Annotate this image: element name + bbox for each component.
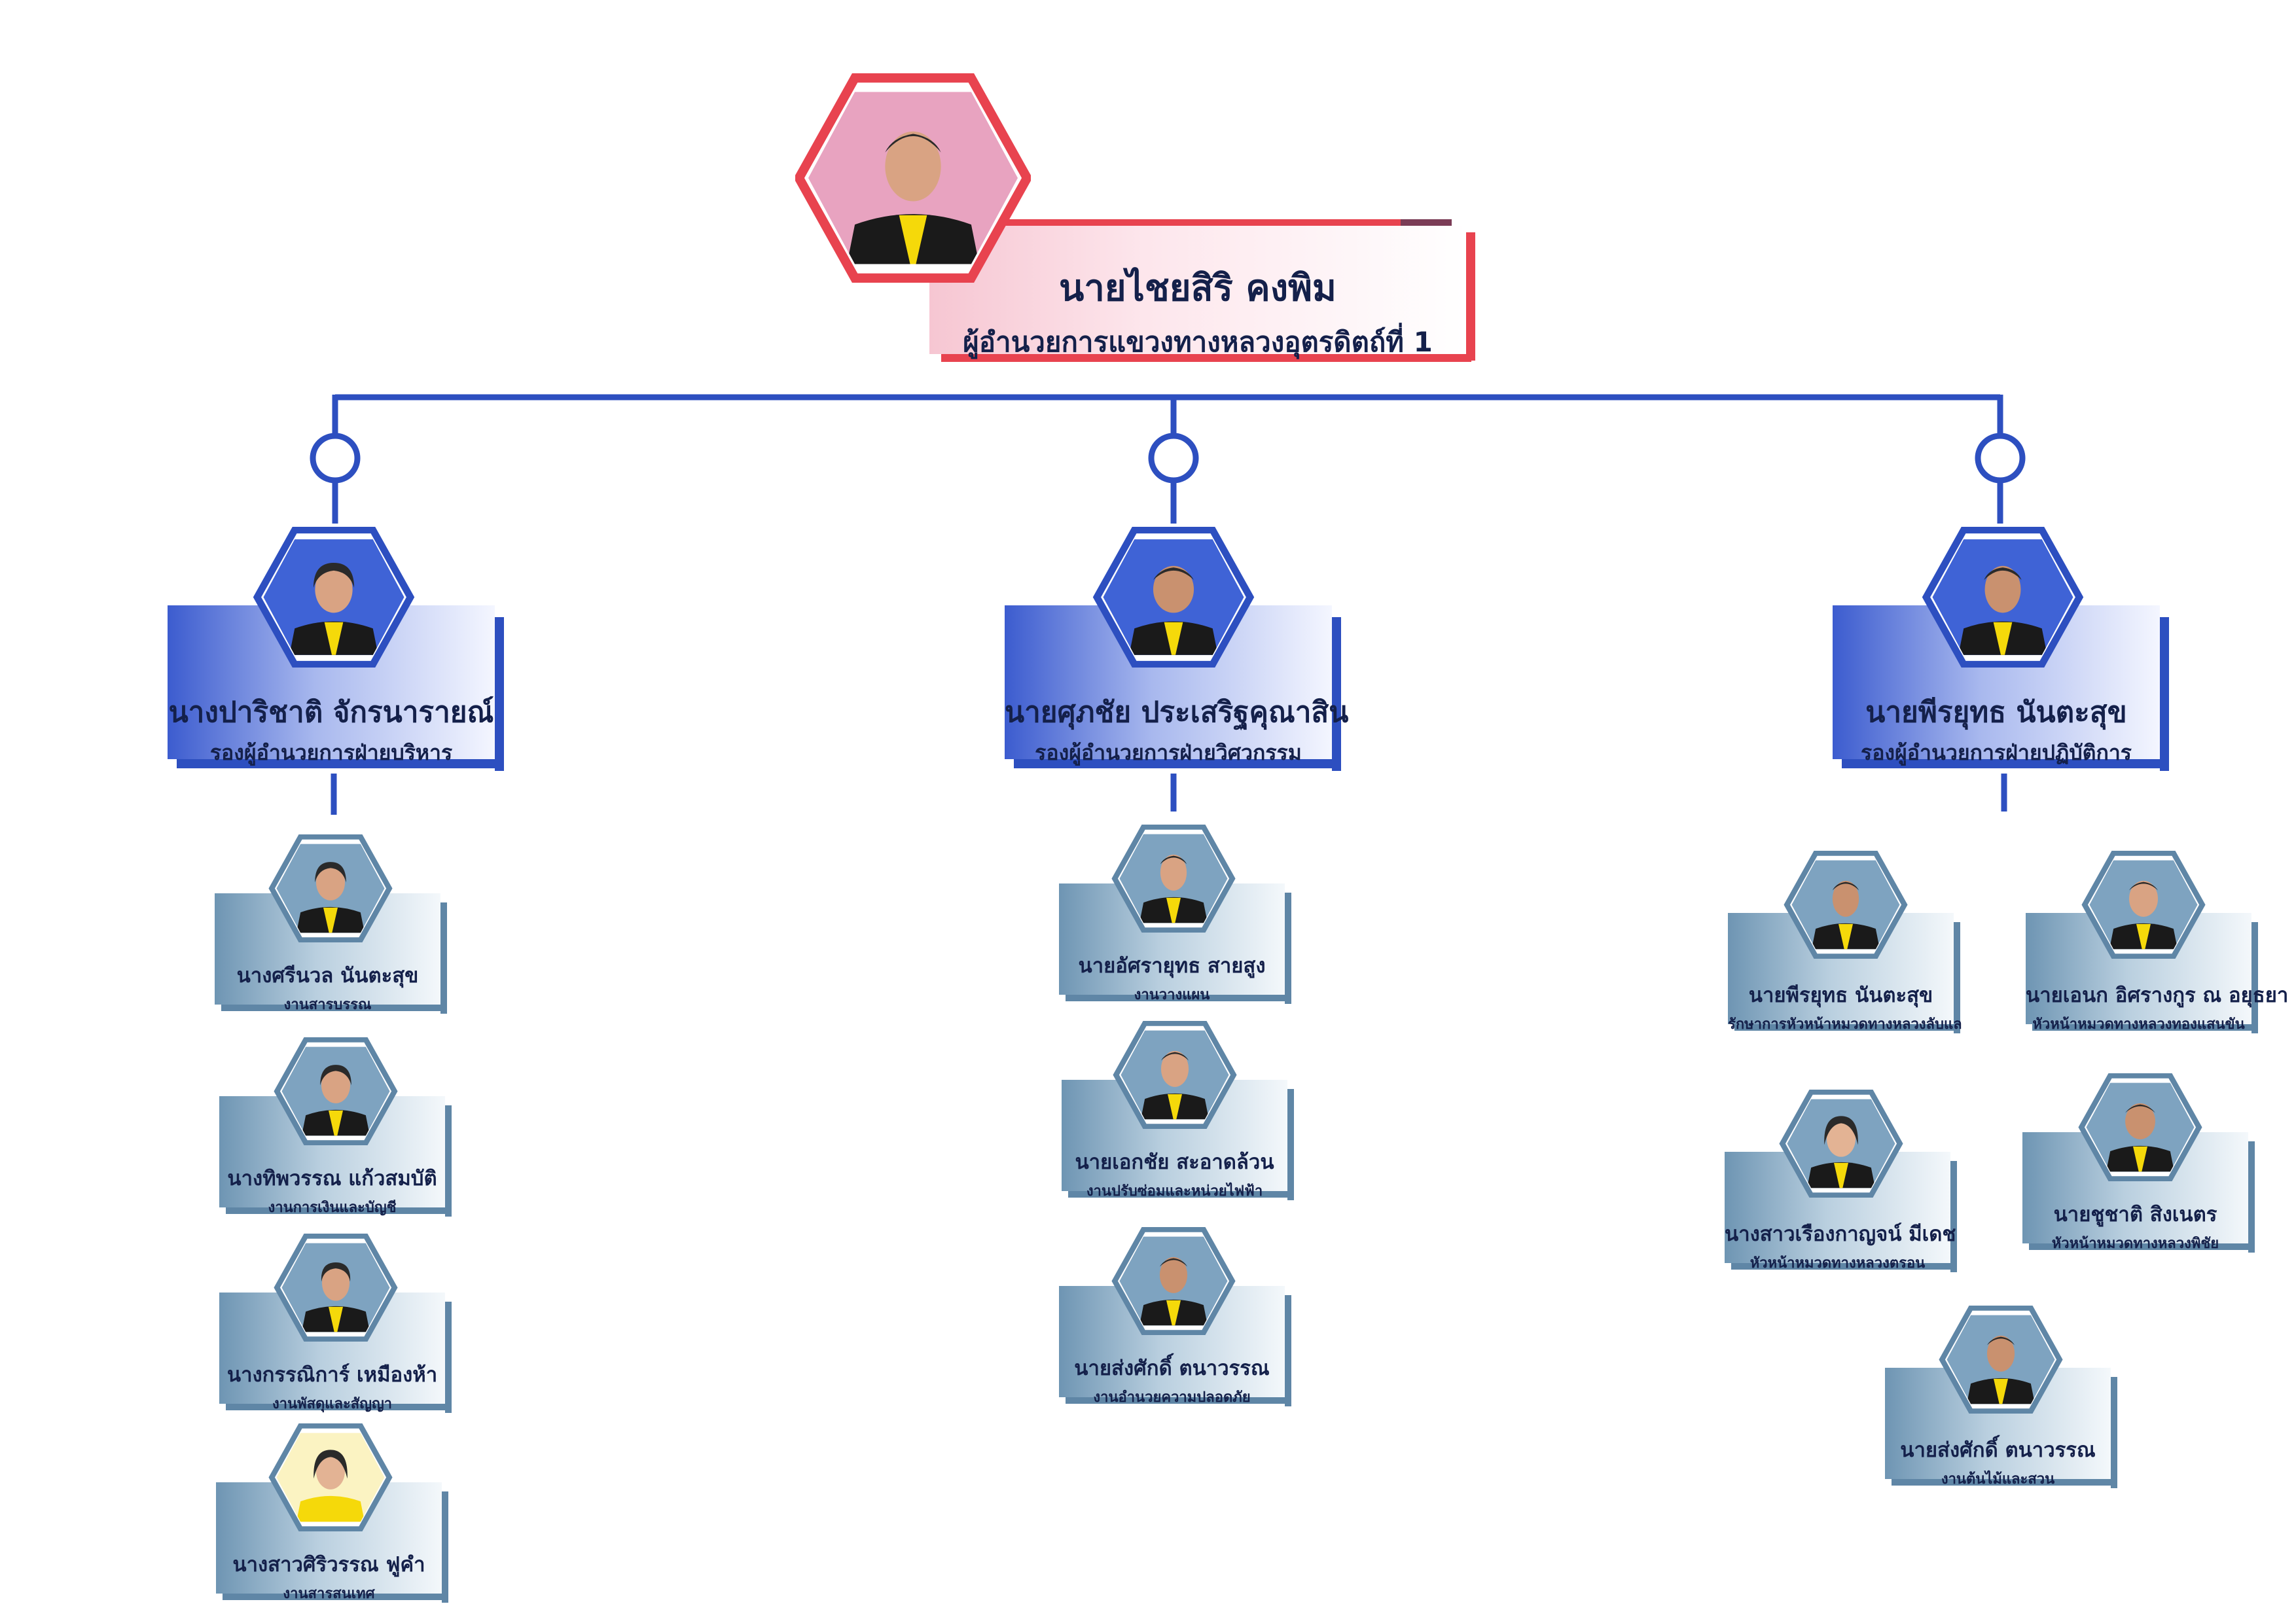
staff-name: นางกรรณิการ์ เหมืองห้า	[226, 1363, 438, 1387]
staff-photo-icon	[274, 1234, 398, 1342]
staff-name: นายชูชาติ สิงเนตร	[2053, 1203, 2217, 1226]
staff-role: งานพัสดุและสัญญา	[272, 1396, 393, 1412]
deputy-name: นางปาริชาติ จักรนารายณ์	[168, 696, 494, 729]
connector-node-left	[310, 433, 361, 484]
director-role: ผู้อำนวยการแขวงทางหลวงอุตรดิตถ์ที่ 1	[963, 326, 1433, 358]
staff-name: นายอัศรายุทธ สายสูง	[1078, 954, 1266, 978]
deputy-photo-icon	[1921, 527, 2085, 668]
deputy-role: รองผู้อำนวยการฝ่ายวิศวกรรม	[1035, 740, 1302, 765]
staff-name: นายพีรยุทธ นันตะสุข	[1748, 984, 1933, 1007]
staff-photo-icon	[2078, 1073, 2202, 1181]
deputy-role: รองผู้อำนวยการฝ่ายปฏิบัติการ	[1861, 740, 2132, 765]
staff-name: นายส่งศักดิ์ ตนาวรรณ	[1900, 1438, 2096, 1462]
staff-role: หัวหน้าหมวดทางหลวงพิชัย	[2051, 1236, 2219, 1252]
staff-role: งานสารสนเทศ	[283, 1586, 375, 1602]
staff-photo-icon	[268, 1423, 393, 1531]
staff-name: นายเอนก อิศรางกูร ณ อยุธยา	[2026, 984, 2289, 1007]
staff-role: หัวหน้าหมวดทางหลวงทองแสนขัน	[2032, 1016, 2245, 1033]
deputy-photo-icon	[1092, 527, 1255, 668]
staff-photo-icon	[1779, 1090, 1903, 1198]
staff-role: งานต้นไม้และสวน	[1941, 1471, 2055, 1488]
deputy-name: นายศุภชัย ประเสริฐคุณาสิน	[1005, 696, 1349, 729]
staff-name: นางสาวเรืองกาญจน์ มีเดช	[1725, 1222, 1956, 1246]
staff-photo-icon	[1111, 1227, 1236, 1335]
staff-role: งานสารบรรณ	[283, 997, 372, 1013]
staff-name: นายเอกชัย สะอาดล้วน	[1075, 1150, 1274, 1174]
staff-role: หัวหน้าหมวดทางหลวงตรอน	[1749, 1255, 1926, 1272]
staff-photo-icon	[274, 1037, 398, 1145]
staff-name: นางสาวศิริวรรณ ฟูคำ	[232, 1553, 425, 1577]
deputy-card-operations: นายพีรยุทธ นันตะสุข รองผู้อำนวยการฝ่ายปฏ…	[1833, 605, 2169, 771]
deputy-photo-icon	[252, 527, 416, 668]
staff-photo-icon	[1113, 1021, 1237, 1129]
connector-node-center	[1148, 433, 1199, 484]
staff-photo-icon	[268, 834, 393, 942]
staff-role: รักษาการหัวหน้าหมวดทางหลวงลับแล	[1728, 1016, 1962, 1033]
staff-card: นางทิพวรรณ แก้วสมบัติ งานการเงินและบัญชี	[219, 1096, 452, 1217]
staff-card: นายอัศรายุทธ สายสูง งานวางแผน	[1059, 883, 1291, 1004]
staff-name: นางศรีนวล นันตะสุข	[236, 964, 419, 988]
director-name: นายไชยสิริ คงพิม	[1059, 267, 1336, 310]
staff-photo-icon	[1939, 1306, 2063, 1414]
staff-photo-icon	[2081, 851, 2206, 959]
staff-role: งานการเงินและบัญชี	[268, 1200, 397, 1216]
deputy-role: รองผู้อำนวยการฝ่ายบริหาร	[209, 740, 453, 765]
staff-card: นายเอกชัย สะอาดล้วน งานปรับซ่อมและหน่วยไ…	[1062, 1080, 1294, 1200]
director-card: นายไชยสิริ คงพิม ผู้อำนวยการแขวงทางหลวงอ…	[929, 219, 1475, 362]
connector-node-right	[1975, 433, 2026, 484]
staff-photo-icon	[1784, 851, 1908, 959]
deputy-card-admin: นางปาริชาติ จักรนารายณ์ รองผู้อำนวยการฝ่…	[168, 605, 504, 771]
staff-photo-icon	[1111, 825, 1236, 933]
staff-name: นางทิพวรรณ แก้วสมบัติ	[227, 1167, 437, 1190]
staff-card: นางกรรณิการ์ เหมืองห้า งานพัสดุและสัญญา	[219, 1293, 452, 1413]
staff-role: งานวางแผน	[1134, 987, 1210, 1003]
staff-name: นายส่งศักดิ์ ตนาวรรณ	[1074, 1357, 1270, 1380]
deputy-name: นายพีรยุทธ นันตะสุข	[1865, 696, 2127, 729]
staff-card: นายส่งศักดิ์ ตนาวรรณ งานต้นไม้และสวน	[1885, 1368, 2117, 1488]
staff-card: นางสาวศิริวรรณ ฟูคำ งานสารสนเทศ	[216, 1482, 448, 1603]
director-photo-icon	[795, 73, 1031, 283]
staff-role: งานปรับซ่อมและหน่วยไฟฟ้า	[1086, 1183, 1263, 1200]
staff-role: งานอำนวยความปลอดภัย	[1093, 1389, 1251, 1406]
